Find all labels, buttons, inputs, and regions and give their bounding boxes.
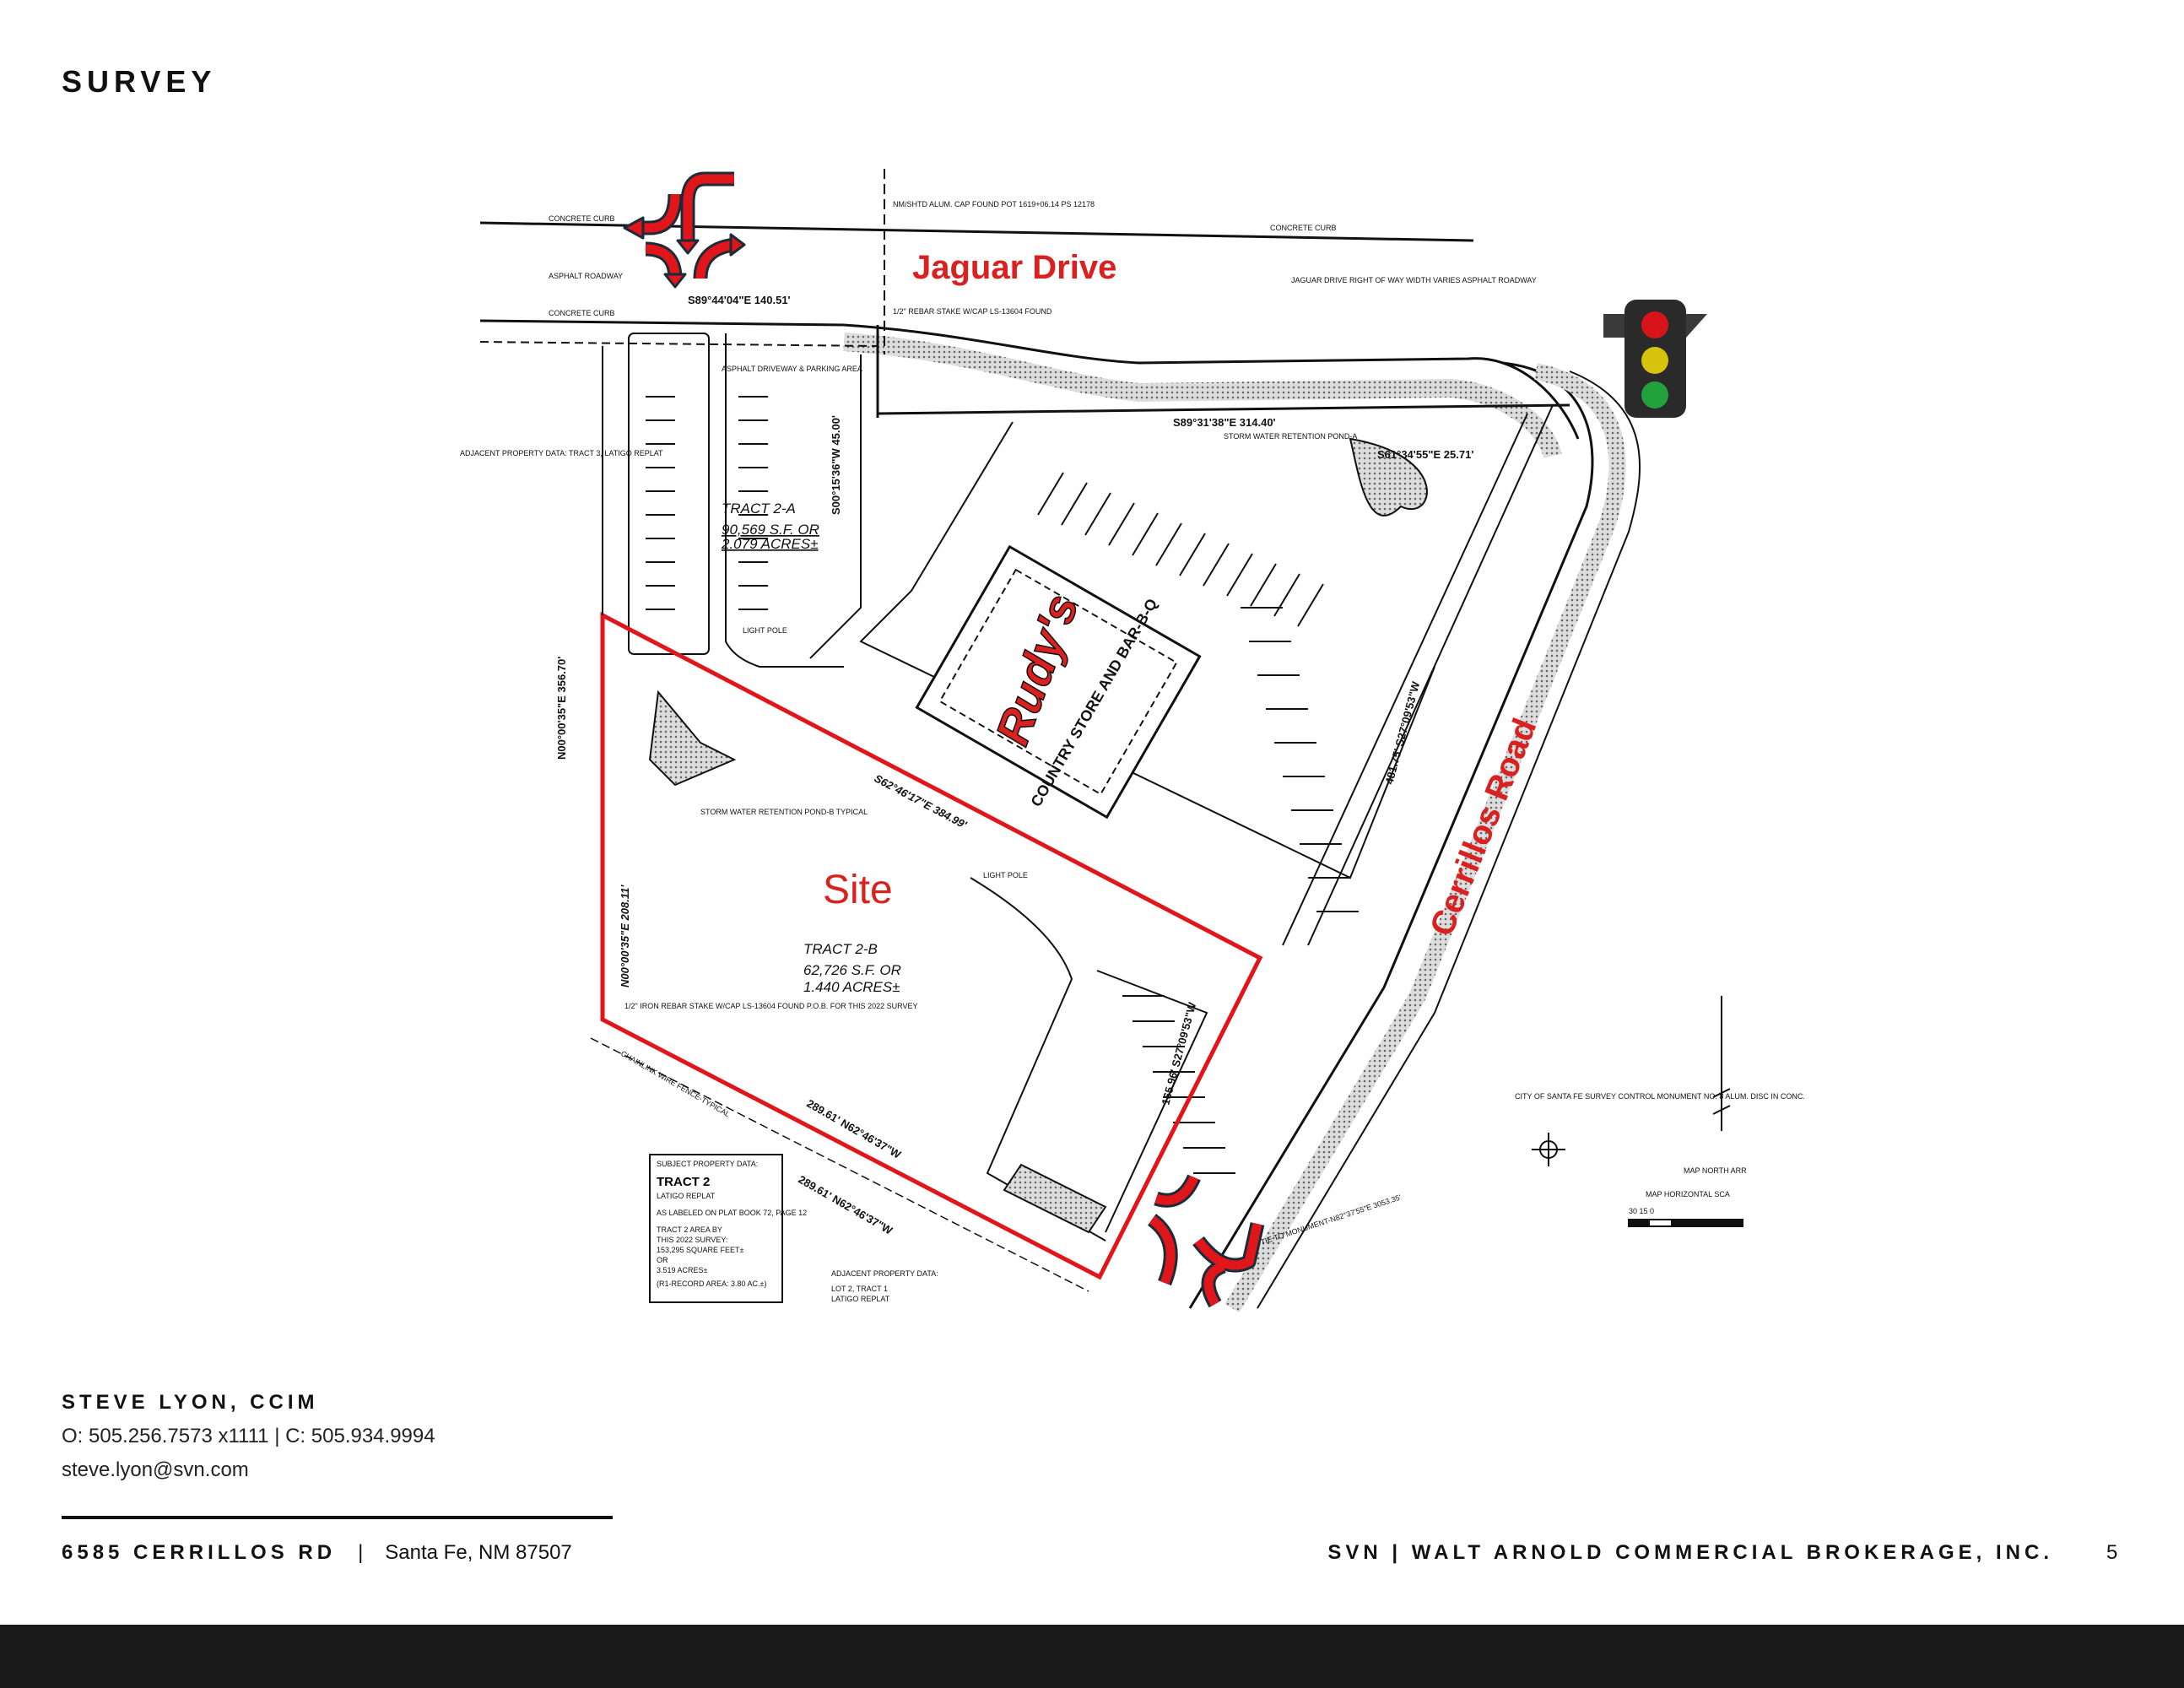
svg-text:481.75' S27°09'53"W: 481.75' S27°09'53"W xyxy=(1382,679,1422,786)
svg-text:LATIGO REPLAT: LATIGO REPLAT xyxy=(657,1192,716,1200)
traffic-light-icon xyxy=(1603,300,1707,418)
parking-stripe xyxy=(1037,472,1064,516)
svg-text:ASPHALT DRIVEWAY & PARKING ARE: ASPHALT DRIVEWAY & PARKING AREA xyxy=(722,365,862,373)
property-address: 6585 CERRILLOS RD | Santa Fe, NM 87507 xyxy=(62,1541,572,1565)
svg-text:62,726 S.F. OR: 62,726 S.F. OR xyxy=(803,962,901,978)
parking-stripe xyxy=(1084,492,1111,536)
svg-text:3.519 ACRES±: 3.519 ACRES± xyxy=(657,1266,708,1274)
agent-email[interactable]: steve.lyon@svn.com xyxy=(62,1458,249,1481)
svg-text:AS LABELED ON PLAT BOOK 72, PA: AS LABELED ON PLAT BOOK 72, PAGE 12 xyxy=(657,1209,807,1217)
footer-divider xyxy=(62,1516,613,1519)
cerrillos-road-label: Cerrillos Road xyxy=(1423,713,1543,941)
tract-2a-label: TRACT 2-A 90,569 S.F. OR 2.079 ACRES± xyxy=(721,500,819,552)
svg-text:LIGHT POLE: LIGHT POLE xyxy=(983,871,1028,879)
parking-stripes xyxy=(646,396,1359,1174)
parking-stripe xyxy=(1250,563,1277,607)
svg-text:TRACT 2-B: TRACT 2-B xyxy=(803,941,878,957)
svg-text:30 15 0: 30 15 0 xyxy=(1629,1207,1654,1215)
svg-text:S61°34'55"E 25.71': S61°34'55"E 25.71' xyxy=(1377,448,1473,461)
svg-text:1/2" IRON REBAR STAKE W/CAP LS: 1/2" IRON REBAR STAKE W/CAP LS-13604 FOU… xyxy=(624,1002,917,1010)
svg-text:STORM WATER RETENTION POND-B T: STORM WATER RETENTION POND-B TYPICAL xyxy=(700,808,868,816)
parking-stripe xyxy=(1297,583,1324,627)
street-address: 6585 CERRILLOS RD xyxy=(62,1541,337,1564)
scale-bar xyxy=(1628,1219,1743,1227)
svg-text:S00°15'36"W 45.00': S00°15'36"W 45.00' xyxy=(830,415,842,515)
site-boundary xyxy=(600,611,1263,1280)
parking-stripe xyxy=(1155,522,1182,566)
svg-text:TRACT 2: TRACT 2 xyxy=(657,1175,710,1189)
svg-text:MAP NORTH ARR: MAP NORTH ARR xyxy=(1684,1166,1747,1175)
tract-2b-label: TRACT 2-B 62,726 S.F. OR 1.440 ACRES± xyxy=(803,941,901,995)
svg-text:JAGUAR DRIVE RIGHT OF WAY WIDT: JAGUAR DRIVE RIGHT OF WAY WIDTH VARIES A… xyxy=(1291,276,1537,284)
rudys-building: Rudy's COUNTRY STORE AND BAR-B-Q xyxy=(915,544,1202,820)
city-state-zip: Santa Fe, NM 87507 xyxy=(385,1541,572,1564)
svg-text:CONCRETE CURB: CONCRETE CURB xyxy=(549,309,615,317)
svg-text:90,569 S.F. OR: 90,569 S.F. OR xyxy=(722,522,819,538)
svg-text:S89°44'04"E 140.51': S89°44'04"E 140.51' xyxy=(688,294,791,306)
svg-text:289.61' N62°46'37"W: 289.61' N62°46'37"W xyxy=(797,1173,895,1237)
svg-text:STORM WATER RETENTION POND-A: STORM WATER RETENTION POND-A xyxy=(1224,432,1357,441)
page-number: 5 xyxy=(2106,1541,2118,1564)
svg-text:MAP HORIZONTAL SCA: MAP HORIZONTAL SCA xyxy=(1646,1190,1730,1198)
monument-icon xyxy=(1532,1133,1565,1166)
brokerage-name: SVN | WALT ARNOLD COMMERCIAL BROKERAGE, … xyxy=(1327,1541,2053,1564)
svg-text:SUBJECT PROPERTY DATA:: SUBJECT PROPERTY DATA: xyxy=(657,1160,758,1168)
parking-linework xyxy=(628,333,1435,1242)
traffic-arrows-top-icon xyxy=(623,171,746,289)
site-label: Site xyxy=(823,868,893,912)
svg-text:LATIGO REPLAT: LATIGO REPLAT xyxy=(831,1295,890,1303)
svg-text:CONCRETE CURB: CONCRETE CURB xyxy=(549,214,615,223)
svg-text:ASPHALT ROADWAY: ASPHALT ROADWAY xyxy=(549,272,623,280)
svg-text:CONCRETE CURB: CONCRETE CURB xyxy=(1270,224,1337,232)
svg-text:ADJACENT PROPERTY DATA:: ADJACENT PROPERTY DATA: xyxy=(831,1269,938,1278)
svg-text:(R1-RECORD AREA: 3.80 AC.±): (R1-RECORD AREA: 3.80 AC.±) xyxy=(657,1280,766,1288)
svg-text:OR: OR xyxy=(657,1256,668,1264)
footer-bar xyxy=(0,1625,2184,1688)
parking-stripe xyxy=(1203,543,1230,587)
parking-stripe xyxy=(1132,512,1159,556)
svg-text:1.440 ACRES±: 1.440 ACRES± xyxy=(803,979,900,995)
jaguar-drive-label: Jaguar Drive xyxy=(912,249,1116,286)
svg-text:N00°00'35"E 208.11': N00°00'35"E 208.11' xyxy=(619,885,631,987)
svg-text:LOT 2, TRACT 1: LOT 2, TRACT 1 xyxy=(831,1285,888,1293)
north-arrow-icon xyxy=(1712,996,1731,1131)
agent-phone: O: 505.256.7573 x1111 | C: 505.934.9994 xyxy=(62,1425,435,1447)
svg-text:CITY OF SANTA FE SURVEY CONTRO: CITY OF SANTA FE SURVEY CONTROL MONUMENT… xyxy=(1515,1092,1805,1101)
svg-text:LIGHT POLE: LIGHT POLE xyxy=(743,626,787,635)
svg-text:2.079 ACRES±: 2.079 ACRES± xyxy=(721,536,819,552)
parking-stripe xyxy=(1061,482,1088,526)
svg-text:ADJACENT PROPERTY DATA: TRACT: ADJACENT PROPERTY DATA: TRACT 3, LATIGO … xyxy=(460,449,663,457)
page-title: SURVEY xyxy=(62,64,217,99)
svg-text:TRACT 2-A: TRACT 2-A xyxy=(722,500,796,517)
adjacent-property-bottom: ADJACENT PROPERTY DATA: LOT 2, TRACT 1 L… xyxy=(831,1269,938,1303)
agent-name: STEVE LYON, CCIM xyxy=(62,1391,319,1414)
svg-text:NM/SHTD ALUM. CAP FOUND POT 16: NM/SHTD ALUM. CAP FOUND POT 1619+06.14 P… xyxy=(893,200,1095,208)
svg-text:TRACT 2 AREA BY: TRACT 2 AREA BY xyxy=(657,1225,722,1234)
parking-stripe xyxy=(1226,553,1253,597)
svg-text:1/2" REBAR STAKE W/CAP LS-1360: 1/2" REBAR STAKE W/CAP LS-13604 FOUND xyxy=(893,307,1052,316)
address-separator: | xyxy=(358,1541,364,1564)
parking-stripe xyxy=(1179,533,1206,576)
parking-stripe xyxy=(1108,502,1135,546)
svg-text:153,295 SQUARE FEET±: 153,295 SQUARE FEET± xyxy=(657,1246,744,1254)
svg-text:S89°31'38"E 314.40': S89°31'38"E 314.40' xyxy=(1173,416,1276,429)
subject-property-box: SUBJECT PROPERTY DATA: TRACT 2 LATIGO RE… xyxy=(649,1154,807,1303)
traffic-arrows-bottom-icon xyxy=(1147,1174,1265,1308)
svg-text:THIS 2022 SURVEY:: THIS 2022 SURVEY: xyxy=(657,1236,727,1244)
svg-text:N00°00'35"E 356.70': N00°00'35"E 356.70' xyxy=(555,657,568,760)
parking-stripe xyxy=(1273,573,1300,617)
